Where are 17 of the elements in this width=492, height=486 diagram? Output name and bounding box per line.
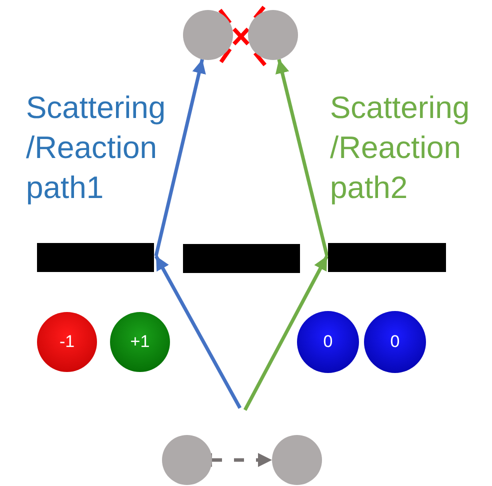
particle-circle xyxy=(272,435,322,485)
level-bar xyxy=(328,243,446,272)
path-label: Scattering /Reaction path1 xyxy=(26,89,167,207)
charge-label: 0 xyxy=(390,332,400,352)
arrow xyxy=(275,58,329,256)
level-bar xyxy=(183,244,300,273)
level-bar xyxy=(37,243,154,272)
arrow xyxy=(154,58,206,256)
charge-label: -1 xyxy=(59,332,75,352)
charge-label: 0 xyxy=(323,332,333,352)
arrow xyxy=(154,255,242,409)
particle-circle xyxy=(183,10,233,60)
arrow xyxy=(243,255,329,411)
particle-circle xyxy=(162,435,212,485)
charge-label: +1 xyxy=(130,332,150,352)
path-label: Scattering /Reaction path2 xyxy=(330,89,471,207)
particle-circle xyxy=(248,10,298,60)
